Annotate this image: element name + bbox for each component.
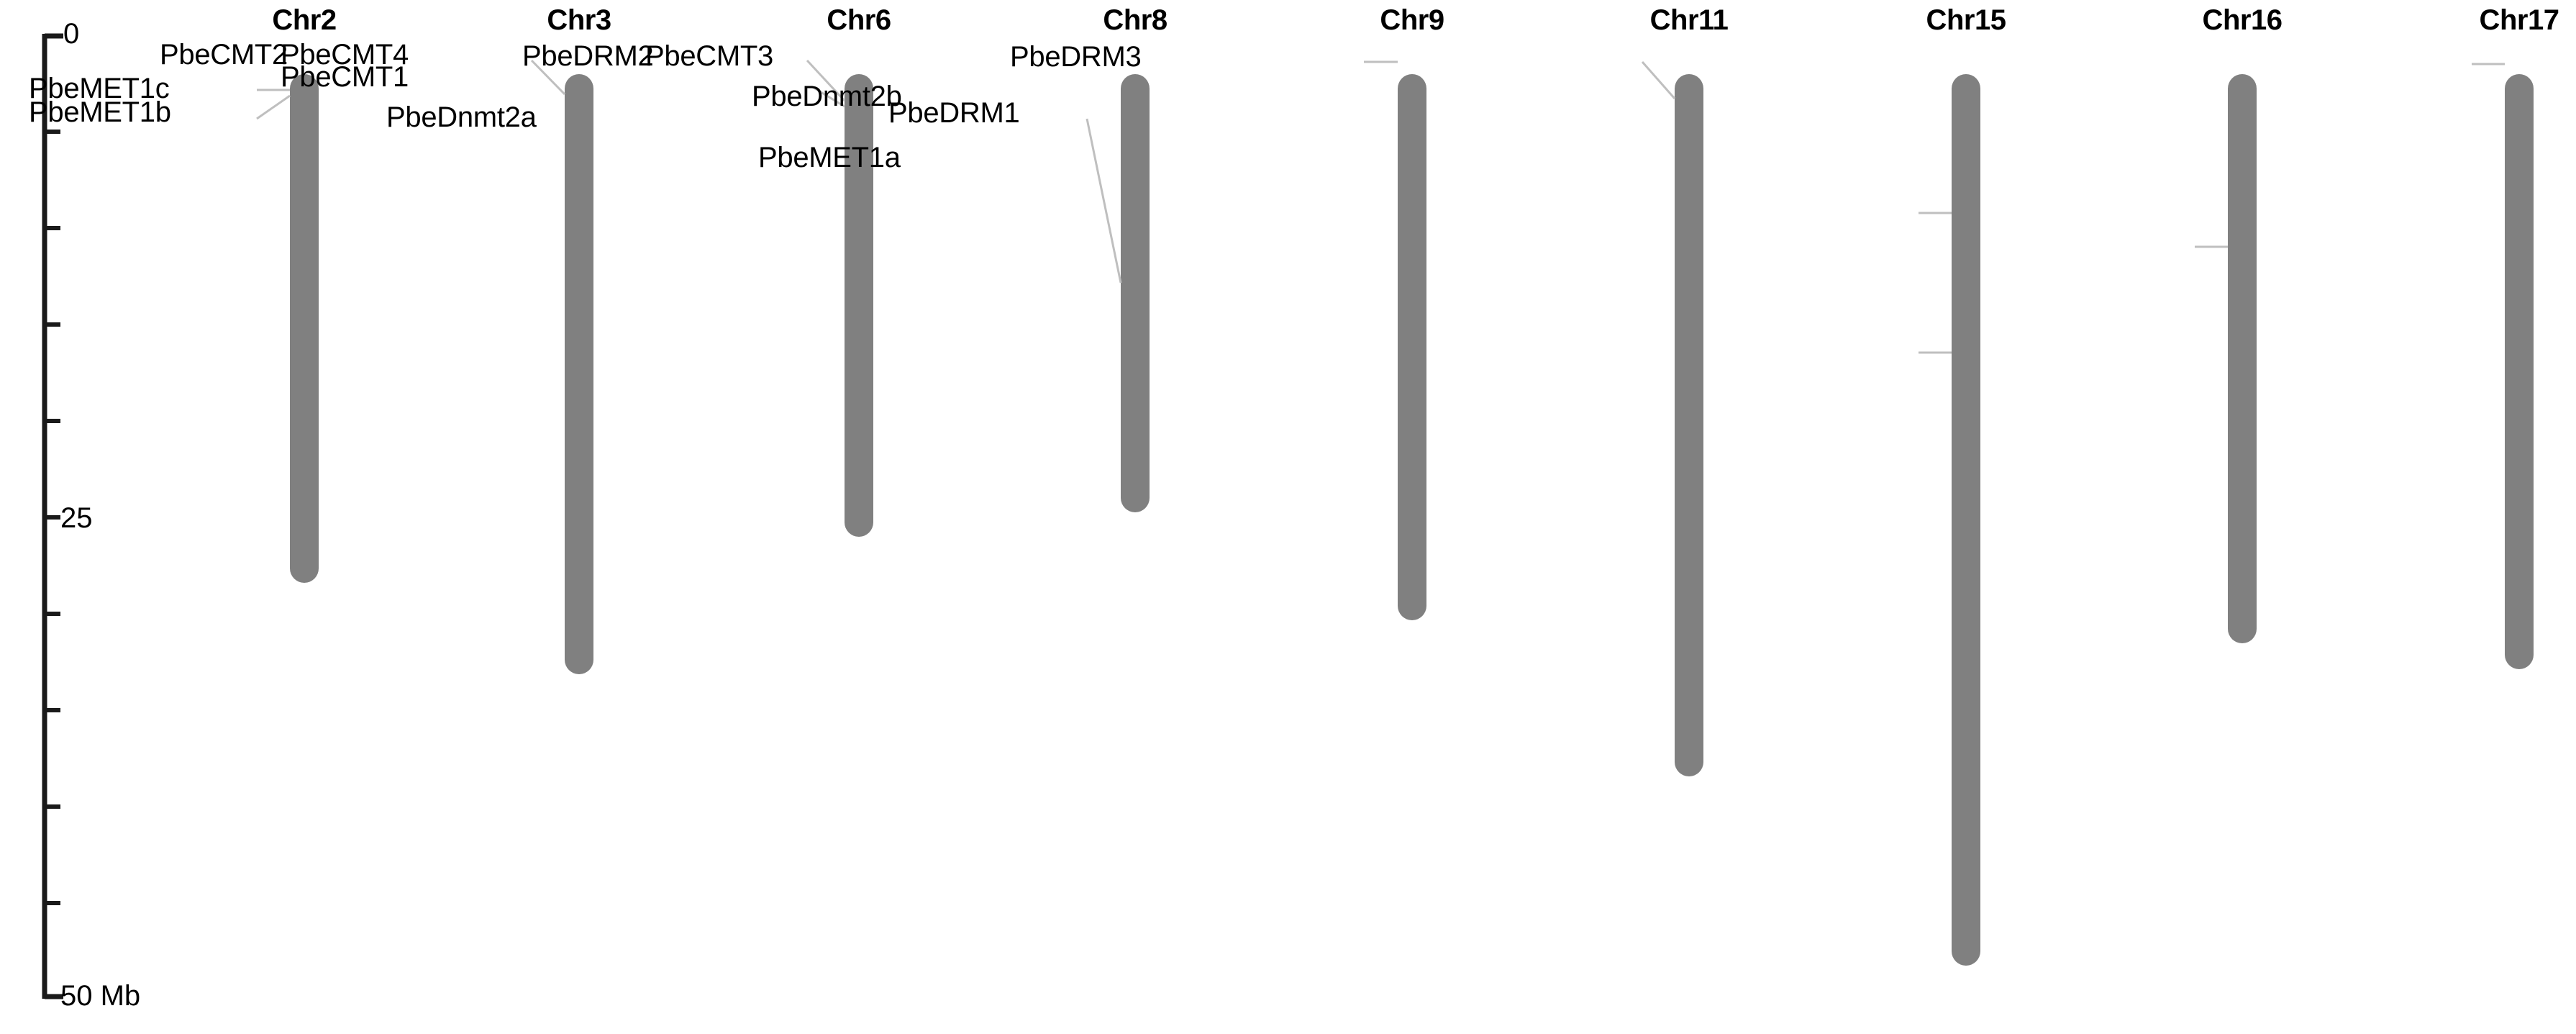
axis-label-mid: 25 (60, 502, 93, 534)
scale-axis (42, 33, 63, 999)
chromosome-title-chr2: Chr2 (272, 4, 337, 36)
chromosome-bar-chr17[interactable] (2505, 74, 2534, 669)
chromosome-bar-chr11[interactable] (1675, 74, 1703, 776)
chromosome-bars (290, 74, 2534, 966)
chromosome-bar-chr15[interactable] (1952, 74, 1980, 966)
gene-label-pbecmt1[interactable]: PbeCMT1 (281, 61, 409, 93)
gene-connector-lines (256, 59, 2505, 354)
gene-label-pbednmt2b[interactable]: PbeDnmt2b (752, 81, 902, 112)
gene-label-pbednmt2a[interactable]: PbeDnmt2a (386, 101, 537, 133)
connector-pbednmt2a (1086, 118, 1122, 284)
axis-label-bottom: 50 Mb (60, 980, 141, 1012)
gene-label-pbedrm2[interactable]: PbeDRM2 (522, 40, 654, 72)
chromosome-title-chr11: Chr11 (1649, 4, 1729, 36)
gene-label-pbemet1a[interactable]: PbeMET1a (758, 142, 901, 173)
chromosome-bar-chr8[interactable] (1121, 74, 1150, 512)
gene-label-pbemet1c[interactable]: PbeMET1c (29, 73, 170, 104)
axis-label-top: 0 (63, 18, 80, 50)
gene-label-pbecmt2[interactable]: PbeCMT2 (160, 39, 288, 71)
chromosome-title-chr17: Chr17 (2479, 4, 2559, 36)
chromosome-bar-chr2[interactable] (290, 74, 319, 583)
chromosome-bar-chr9[interactable] (1398, 74, 1426, 620)
chromosome-title-chr16: Chr16 (2202, 4, 2283, 36)
chromosome-bar-chr6[interactable] (845, 74, 873, 537)
gene-label-pbecmt4[interactable]: PbeCMT4 (281, 39, 409, 71)
chromosome-title-chr9: Chr9 (1380, 4, 1444, 36)
chromosome-bar-chr16[interactable] (2228, 74, 2257, 643)
chromosome-bar-chr3[interactable] (565, 74, 593, 674)
gene-label-pbedrm1[interactable]: PbeDRM1 (888, 97, 1020, 129)
connector-pbecmt2 (530, 59, 566, 96)
gene-label-pbedrm3[interactable]: PbeDRM3 (1010, 41, 1142, 73)
connector-pbecmt3 (1641, 61, 1676, 99)
chromosome-title-chr6: Chr6 (827, 4, 891, 36)
chromosome-title-chr15: Chr15 (1926, 4, 2006, 36)
chromosome-title-chr3: Chr3 (547, 4, 611, 36)
gene-label-pbecmt3[interactable]: PbeCMT3 (645, 40, 773, 72)
connector-pbecmt1 (811, 85, 845, 108)
connector-pbecmt4 (806, 59, 846, 102)
connector-pbemet1b (256, 94, 291, 120)
gene-label-pbemet1b[interactable]: PbeMET1b (29, 96, 171, 128)
chromosome-title-chr8: Chr8 (1103, 4, 1168, 36)
